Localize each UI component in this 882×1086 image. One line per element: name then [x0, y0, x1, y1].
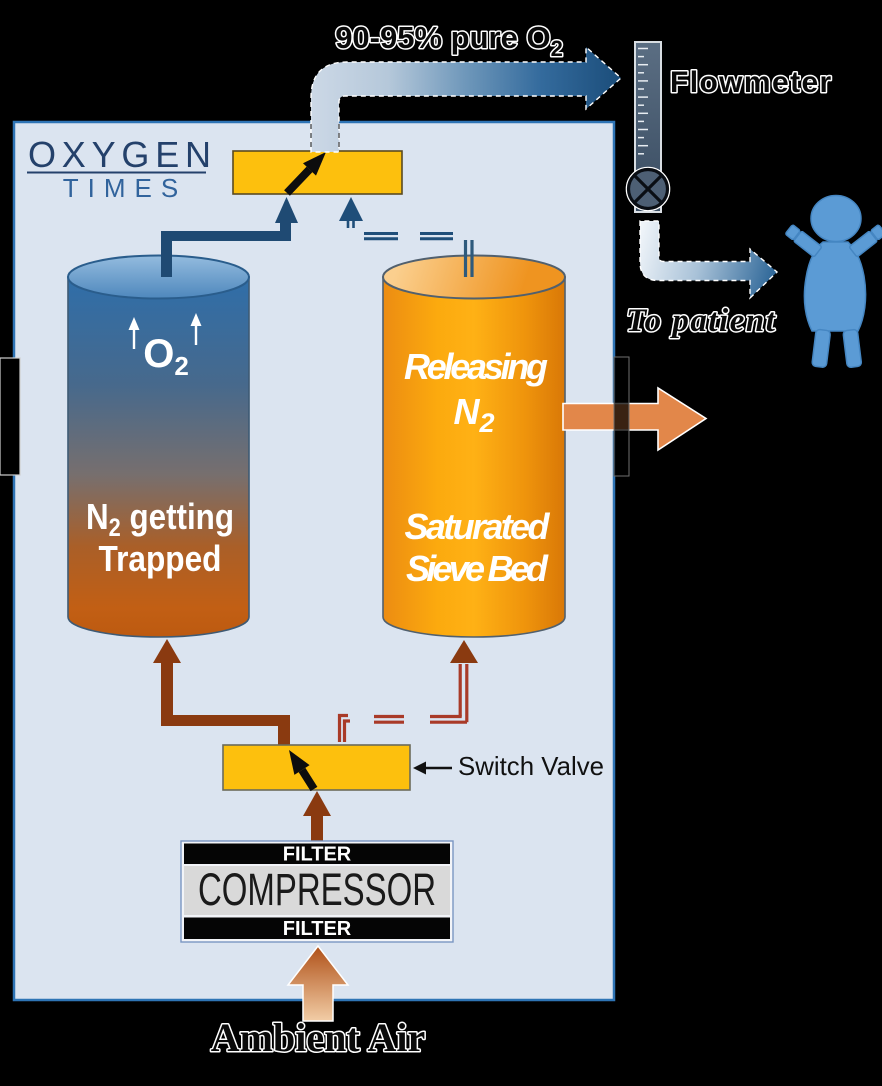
- svg-text:Saturated: Saturated: [405, 506, 551, 547]
- svg-text:COMPRESSOR: COMPRESSOR: [198, 864, 436, 915]
- svg-text:N2 getting: N2 getting: [86, 496, 234, 542]
- svg-text:O2: O2: [143, 332, 189, 381]
- svg-text:OXYGEN: OXYGEN: [28, 134, 217, 175]
- svg-text:To patient: To patient: [626, 303, 776, 339]
- svg-text:90-95% pure O2: 90-95% pure O2: [335, 20, 563, 61]
- svg-text:Releasing: Releasing: [404, 346, 548, 387]
- svg-text:TIMES: TIMES: [63, 173, 187, 203]
- svg-text:Flowmeter: Flowmeter: [670, 66, 833, 99]
- svg-text:Ambient Air: Ambient Air: [211, 1015, 425, 1060]
- svg-text:FILTER: FILTER: [283, 844, 352, 866]
- svg-text:Switch Valve: Switch Valve: [458, 751, 604, 781]
- svg-text:Sieve Bed: Sieve Bed: [406, 548, 549, 589]
- svg-text:FILTER: FILTER: [283, 918, 352, 940]
- svg-text:Trapped: Trapped: [99, 538, 222, 579]
